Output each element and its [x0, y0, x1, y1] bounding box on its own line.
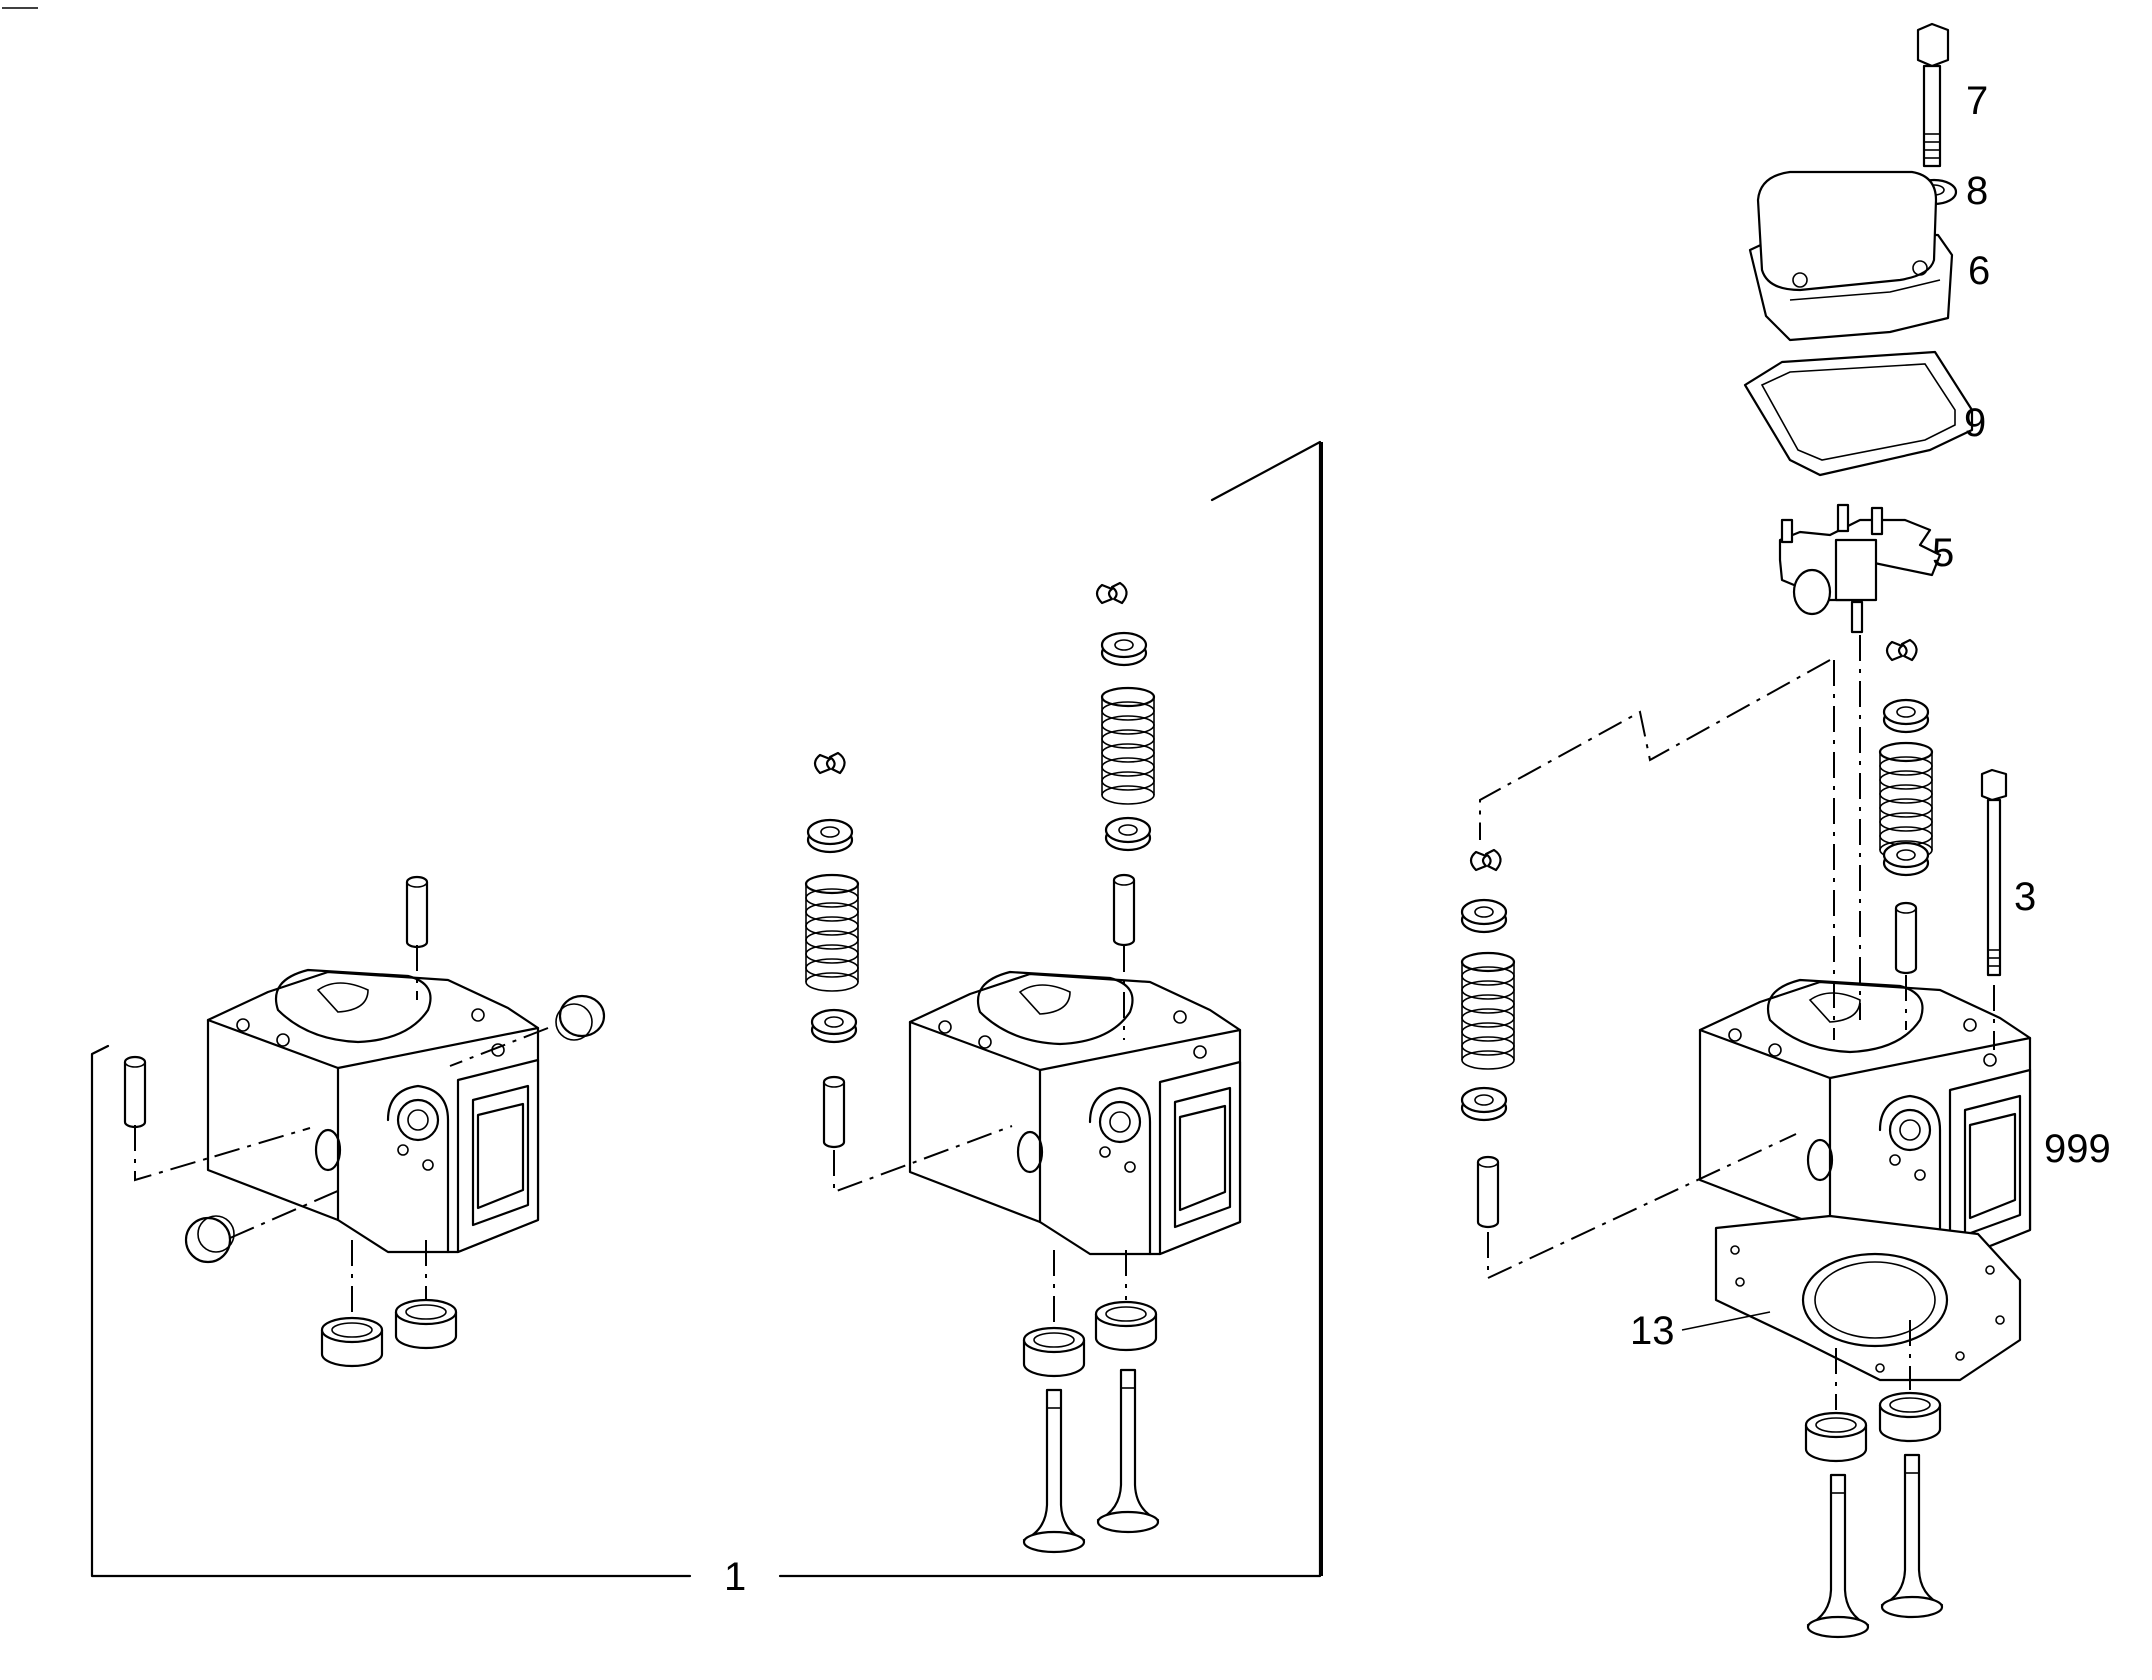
rocker-arm-assembly	[1778, 503, 1942, 634]
valve-spring	[804, 873, 860, 993]
valve-spring	[1460, 951, 1516, 1071]
exhaust-valve	[1806, 1473, 1870, 1639]
spring-retainer	[1100, 631, 1148, 667]
valve-seat-insert	[1094, 1300, 1158, 1352]
callout-999: 999	[2044, 1127, 2111, 1171]
middle-cylinder-head-assembly	[804, 581, 1242, 1554]
intake-valve	[1880, 1453, 1944, 1619]
right-cylinder-head-assembly	[1460, 22, 2032, 1639]
valve-seat-insert	[320, 1316, 384, 1368]
callout-5: 5	[1932, 531, 1954, 575]
left-cylinder-head-assembly	[123, 875, 606, 1368]
valve-guide	[822, 1075, 846, 1149]
cylinder-head-gasket	[1714, 1214, 2022, 1382]
valve-seat-insert	[1022, 1326, 1086, 1378]
core-plug	[184, 1215, 235, 1264]
cover-bolt	[1916, 22, 1950, 168]
valve-keepers	[1095, 581, 1128, 605]
valve-seat-insert	[1804, 1411, 1868, 1463]
valve-guide	[1894, 901, 1918, 975]
callout-8: 8	[1966, 169, 1988, 213]
spring-retainer	[1882, 698, 1930, 734]
intake-valve	[1096, 1368, 1160, 1534]
valve-keepers	[813, 751, 846, 775]
valve-spring	[1878, 741, 1934, 861]
valve-seat-insert	[1878, 1391, 1942, 1443]
valve-guide	[123, 1055, 147, 1129]
valve-guide	[1112, 873, 1136, 947]
assembly-group-bracket	[2, 7, 1323, 1578]
spring-seat	[810, 1008, 858, 1044]
valve-seat-insert	[394, 1298, 458, 1350]
callout-3: 3	[2014, 875, 2036, 919]
callout-13: 13	[1630, 1309, 1675, 1353]
callout-9: 9	[1964, 401, 1986, 445]
callout-1: 1	[724, 1555, 746, 1599]
spring-seat	[1104, 816, 1152, 852]
callout-leaders	[1681, 1311, 1771, 1331]
valve-guide	[405, 875, 429, 949]
rocker-cover-gasket	[1743, 350, 1974, 477]
spring-retainer	[806, 818, 854, 854]
exhaust-valve	[1022, 1388, 1086, 1554]
spring-retainer	[1460, 898, 1508, 934]
callout-7: 7	[1966, 79, 1988, 123]
callout-6: 6	[1968, 249, 1990, 293]
valve-guide	[1476, 1155, 1500, 1229]
core-plug	[555, 994, 606, 1041]
spring-seat	[1882, 841, 1930, 877]
cylinder-head-bolt	[1980, 768, 2008, 977]
rocker-cover	[1748, 170, 1954, 342]
valve-keepers	[1469, 848, 1502, 872]
valve-keepers	[1885, 638, 1918, 662]
valve-spring	[1100, 686, 1156, 806]
spring-seat	[1460, 1086, 1508, 1122]
